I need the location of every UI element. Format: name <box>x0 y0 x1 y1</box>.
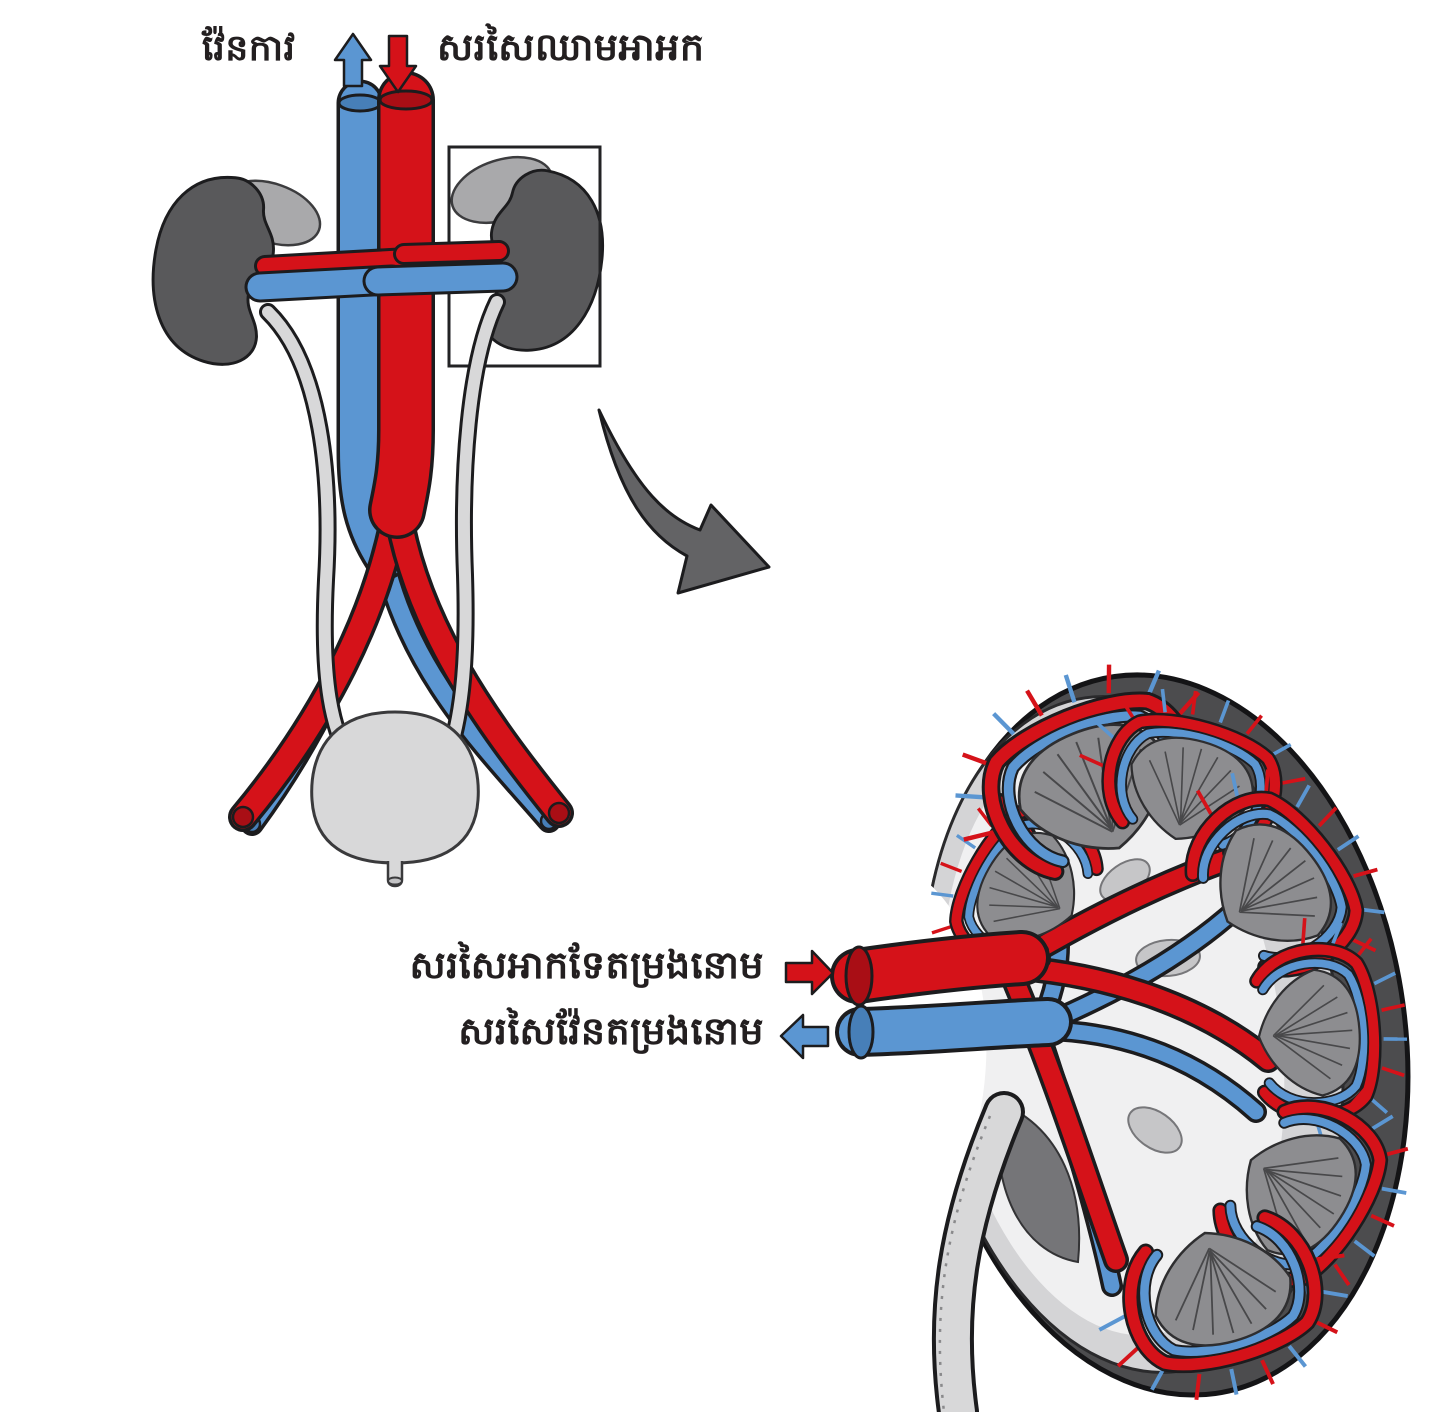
bladder <box>310 710 480 888</box>
renal-vein-label: សរសៃវ៉ែនតម្រងនោម <box>458 1009 764 1053</box>
minor-calyx <box>1127 1106 1183 1154</box>
renal-artery-right-arrow-icon <box>784 949 835 996</box>
renal-vein-left-arrow-icon <box>779 1013 830 1060</box>
vena-cava-label: វ៉ែនកាវ <box>202 28 296 69</box>
renal-artery-tube <box>846 947 1022 1007</box>
aorta-down-arrow-icon <box>378 34 418 94</box>
aorta-vessel <box>233 91 569 827</box>
renal-vein-branches <box>260 277 503 287</box>
kidney-closeup <box>779 600 1434 1412</box>
zoom-curved-arrow-icon <box>597 408 771 595</box>
urinary-system-overview <box>139 32 771 888</box>
renal-artery-label: សរសៃអាកទែតម្រងនោម <box>409 943 764 987</box>
aorta-label: សរសៃឈាមអាអក <box>437 25 705 69</box>
vena-cava-up-arrow-icon <box>333 32 373 88</box>
